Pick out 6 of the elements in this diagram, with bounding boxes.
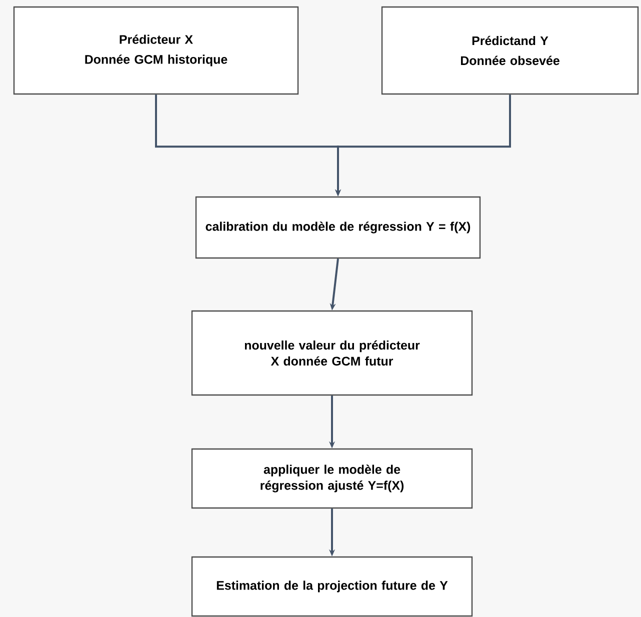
process-box: calibration du modèle de régression Y = f(X): [195, 196, 481, 259]
process-box: nouvelle valeur du prédicteur X donnée GCM futur: [191, 310, 473, 396]
process-box: Prédicteur X Donnée GCM historique: [13, 6, 299, 95]
process-box: appliquer le modèle de régression ajusté Y=f(X): [191, 448, 473, 509]
process-box: Prédictand Y Donnée obsevée: [381, 6, 639, 95]
process-box: Estimation de la projection future de Y: [191, 556, 473, 617]
